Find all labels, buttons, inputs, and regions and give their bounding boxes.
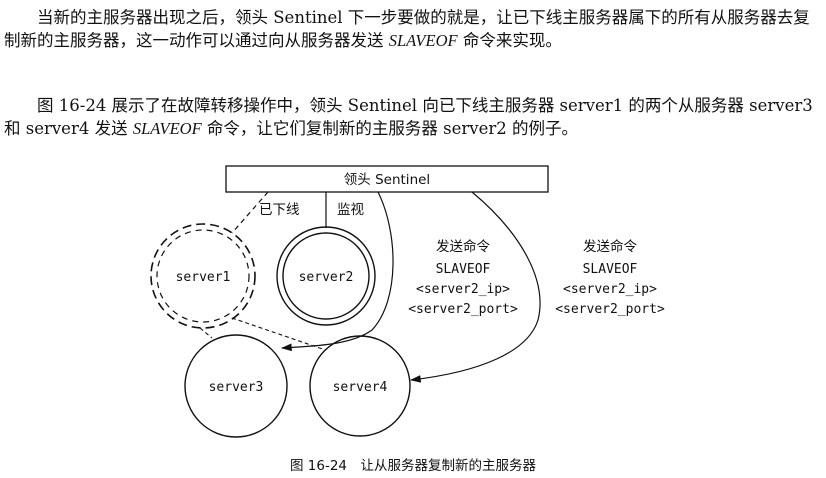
paragraph-text: 图 16-24 展示了在故障转移操作中，领头 Sentinel 向已下线主服务器… bbox=[4, 96, 813, 138]
server2-label: server2 bbox=[299, 270, 354, 285]
sentinel-box bbox=[225, 165, 549, 193]
intro-paragraph: 当新的主服务器出现之后，领头 Sentinel 下一步要做的就是，让已下线主服务… bbox=[4, 6, 822, 52]
paragraph-text: 命令，让它们复制新的主服务器 server2 的例子。 bbox=[201, 119, 578, 138]
server3-label: server3 bbox=[209, 380, 264, 395]
server2-node: server2 bbox=[276, 226, 376, 326]
server1-node: server1 bbox=[150, 223, 256, 329]
server1-label: server1 bbox=[176, 270, 231, 285]
paragraph-text: 命令来实现。 bbox=[457, 31, 562, 50]
paragraph-text: 当新的主服务器出现之后，领头 Sentinel 下一步要做的就是，让已下线主服务… bbox=[4, 8, 810, 50]
command-line: SLAVEOF bbox=[583, 262, 638, 277]
sentinel-label: 领头 Sentinel bbox=[344, 172, 430, 188]
slaveof-arrow-server3 bbox=[280, 191, 394, 352]
server4-node: server4 bbox=[309, 335, 411, 437]
command-title: 发送命令 bbox=[583, 238, 637, 255]
offline-label: 已下线 bbox=[259, 202, 300, 218]
command-line: <server2_ip> bbox=[416, 282, 510, 297]
command-label-right: 发送命令 SLAVEOF <server2_ip> <server2_port> bbox=[555, 238, 665, 317]
command-label-left: 发送命令 SLAVEOF <server2_ip> <server2_port> bbox=[408, 238, 518, 317]
command-title: 发送命令 bbox=[436, 238, 490, 255]
command-name: SLAVEOF bbox=[132, 119, 202, 138]
server4-label: server4 bbox=[333, 380, 388, 395]
command-line: <server2_port> bbox=[408, 302, 518, 317]
figure-caption: 图 16-24 让从服务器复制新的主服务器 bbox=[289, 458, 537, 474]
command-name: SLAVEOF bbox=[388, 31, 458, 50]
slaveof-arrow-server4 bbox=[409, 191, 541, 383]
offline-link bbox=[231, 191, 269, 234]
command-line: SLAVEOF bbox=[436, 262, 491, 277]
old-replication-link-server4 bbox=[231, 317, 341, 356]
command-line: <server2_ip> bbox=[563, 282, 657, 297]
old-replication-link-server3 bbox=[199, 327, 213, 339]
server3-node: server3 bbox=[184, 334, 288, 438]
command-line: <server2_port> bbox=[555, 302, 665, 317]
figure-reference-paragraph: 图 16-24 展示了在故障转移操作中，领头 Sentinel 向已下线主服务器… bbox=[4, 94, 822, 140]
monitor-label: 监视 bbox=[337, 202, 364, 218]
